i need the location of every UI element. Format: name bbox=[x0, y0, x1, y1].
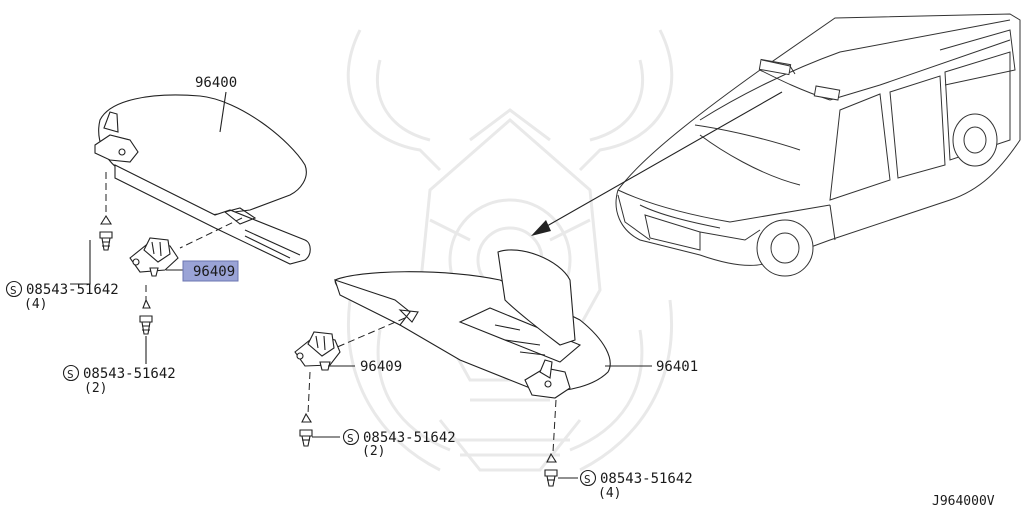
sun-visor-left[interactable] bbox=[94, 94, 311, 265]
circle-s-symbol: S bbox=[67, 368, 74, 381]
location-arrow bbox=[531, 91, 783, 236]
leader-lines-left bbox=[70, 91, 227, 364]
screw-right-right[interactable] bbox=[544, 452, 558, 487]
callout-highlight bbox=[182, 260, 239, 282]
vehicle-illustration bbox=[615, 13, 1021, 277]
diagram-code: J964000V bbox=[932, 494, 995, 509]
screw-part-number: 08543-51642 bbox=[26, 282, 119, 298]
leader-lines-right bbox=[312, 365, 652, 479]
screw-quantity: (4) bbox=[598, 486, 621, 501]
screw-label-2[interactable]: S 08543-51642 (2) bbox=[62, 364, 176, 397]
screw-part-number: 08543-51642 bbox=[83, 366, 176, 382]
screw-part-number: 08543-51642 bbox=[600, 471, 693, 487]
callout-holder-left[interactable]: 96409 bbox=[193, 264, 235, 280]
callout-visor-right[interactable]: 96401 bbox=[656, 359, 698, 375]
screw-label-3[interactable]: S 08543-51642 (2) bbox=[342, 428, 456, 460]
screw-right-left[interactable] bbox=[299, 412, 313, 447]
screw-part-number: 08543-51642 bbox=[363, 430, 456, 446]
screw-left-upper[interactable] bbox=[99, 214, 113, 251]
screw-label-4[interactable]: S 08543-51642 (4) bbox=[579, 469, 693, 502]
visor-holder-right[interactable] bbox=[294, 331, 341, 371]
sun-visor-right[interactable] bbox=[334, 249, 611, 399]
circle-s-symbol: S bbox=[584, 473, 591, 486]
circle-s-symbol: S bbox=[347, 432, 354, 445]
visor-holder-left[interactable] bbox=[129, 237, 179, 277]
callout-visor-left[interactable]: 96400 bbox=[195, 75, 237, 91]
guide-lines-right bbox=[307, 317, 557, 453]
screw-quantity: (4) bbox=[24, 297, 47, 312]
screw-quantity: (2) bbox=[362, 444, 385, 459]
circle-s-symbol: S bbox=[10, 284, 17, 297]
screw-left-lower[interactable] bbox=[139, 298, 153, 335]
screw-quantity: (2) bbox=[84, 381, 107, 396]
callout-holder-right[interactable]: 96409 bbox=[360, 359, 402, 375]
guide-lines-left bbox=[105, 172, 243, 300]
screw-label-1[interactable]: S 08543-51642 (4) bbox=[5, 280, 119, 313]
